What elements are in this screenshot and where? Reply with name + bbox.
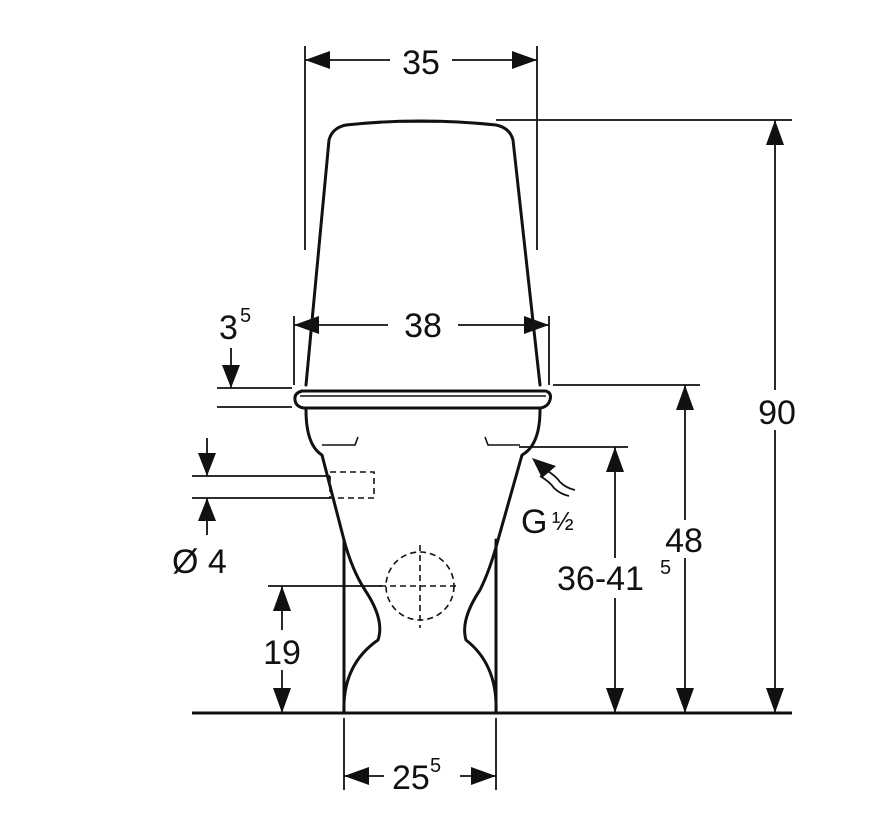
arrowhead [344,767,369,785]
dim-seat-thickness: 3 [219,309,238,347]
bowl-outline [304,408,382,715]
inlet-pointer-arrow [532,458,556,478]
arrowhead [294,316,319,334]
dim-inlet-height-sup: 5 [660,557,671,579]
arrowhead [471,767,496,785]
arrowhead [273,688,291,713]
label-bg [384,756,460,796]
inlet-pointer-wave [545,469,576,491]
dim-total-height: 90 [758,394,796,432]
dim-outlet-height: 19 [263,634,301,672]
label-bg [660,520,712,558]
inlet-thread-frac: ½ [552,506,574,536]
label-bg [552,558,672,598]
dim-seat-height: 48 [665,522,703,560]
label-bg [390,42,452,78]
arrowhead [198,498,216,521]
arrowhead [222,365,240,388]
dim-pipe-diameter: Ø 4 [172,543,227,581]
arrowhead [512,51,537,69]
arrowhead [676,385,694,410]
arrowhead [606,688,624,713]
arrowhead [606,447,624,472]
inlet-pointer-wave [539,475,570,497]
arrowhead [524,316,549,334]
dim-seat-width: 38 [404,307,442,345]
label-bg [748,390,804,430]
inlet-stub-right [484,436,520,446]
bowl-outline-right [463,408,542,715]
arrowhead [676,688,694,713]
dim-foot-width-sup: 5 [430,755,441,777]
inlet-stub-left [322,436,359,446]
dim-seat-thickness-sup: 5 [240,305,251,327]
arrowhead [766,120,784,145]
arrowhead [305,51,330,69]
seat-outline [293,389,552,410]
dim-foot-width: 25 [392,759,430,797]
arrowhead [273,586,291,611]
cistern-outline [304,119,542,387]
arrowhead [766,688,784,713]
hidden-pipe [329,471,375,499]
dim-inlet-height: 36-41 [557,560,644,598]
dim-cistern-width: 35 [402,44,440,82]
arrowhead [198,453,216,476]
inlet-thread-label: G [521,503,547,541]
label-bg [388,306,458,344]
label-bg [256,630,308,670]
